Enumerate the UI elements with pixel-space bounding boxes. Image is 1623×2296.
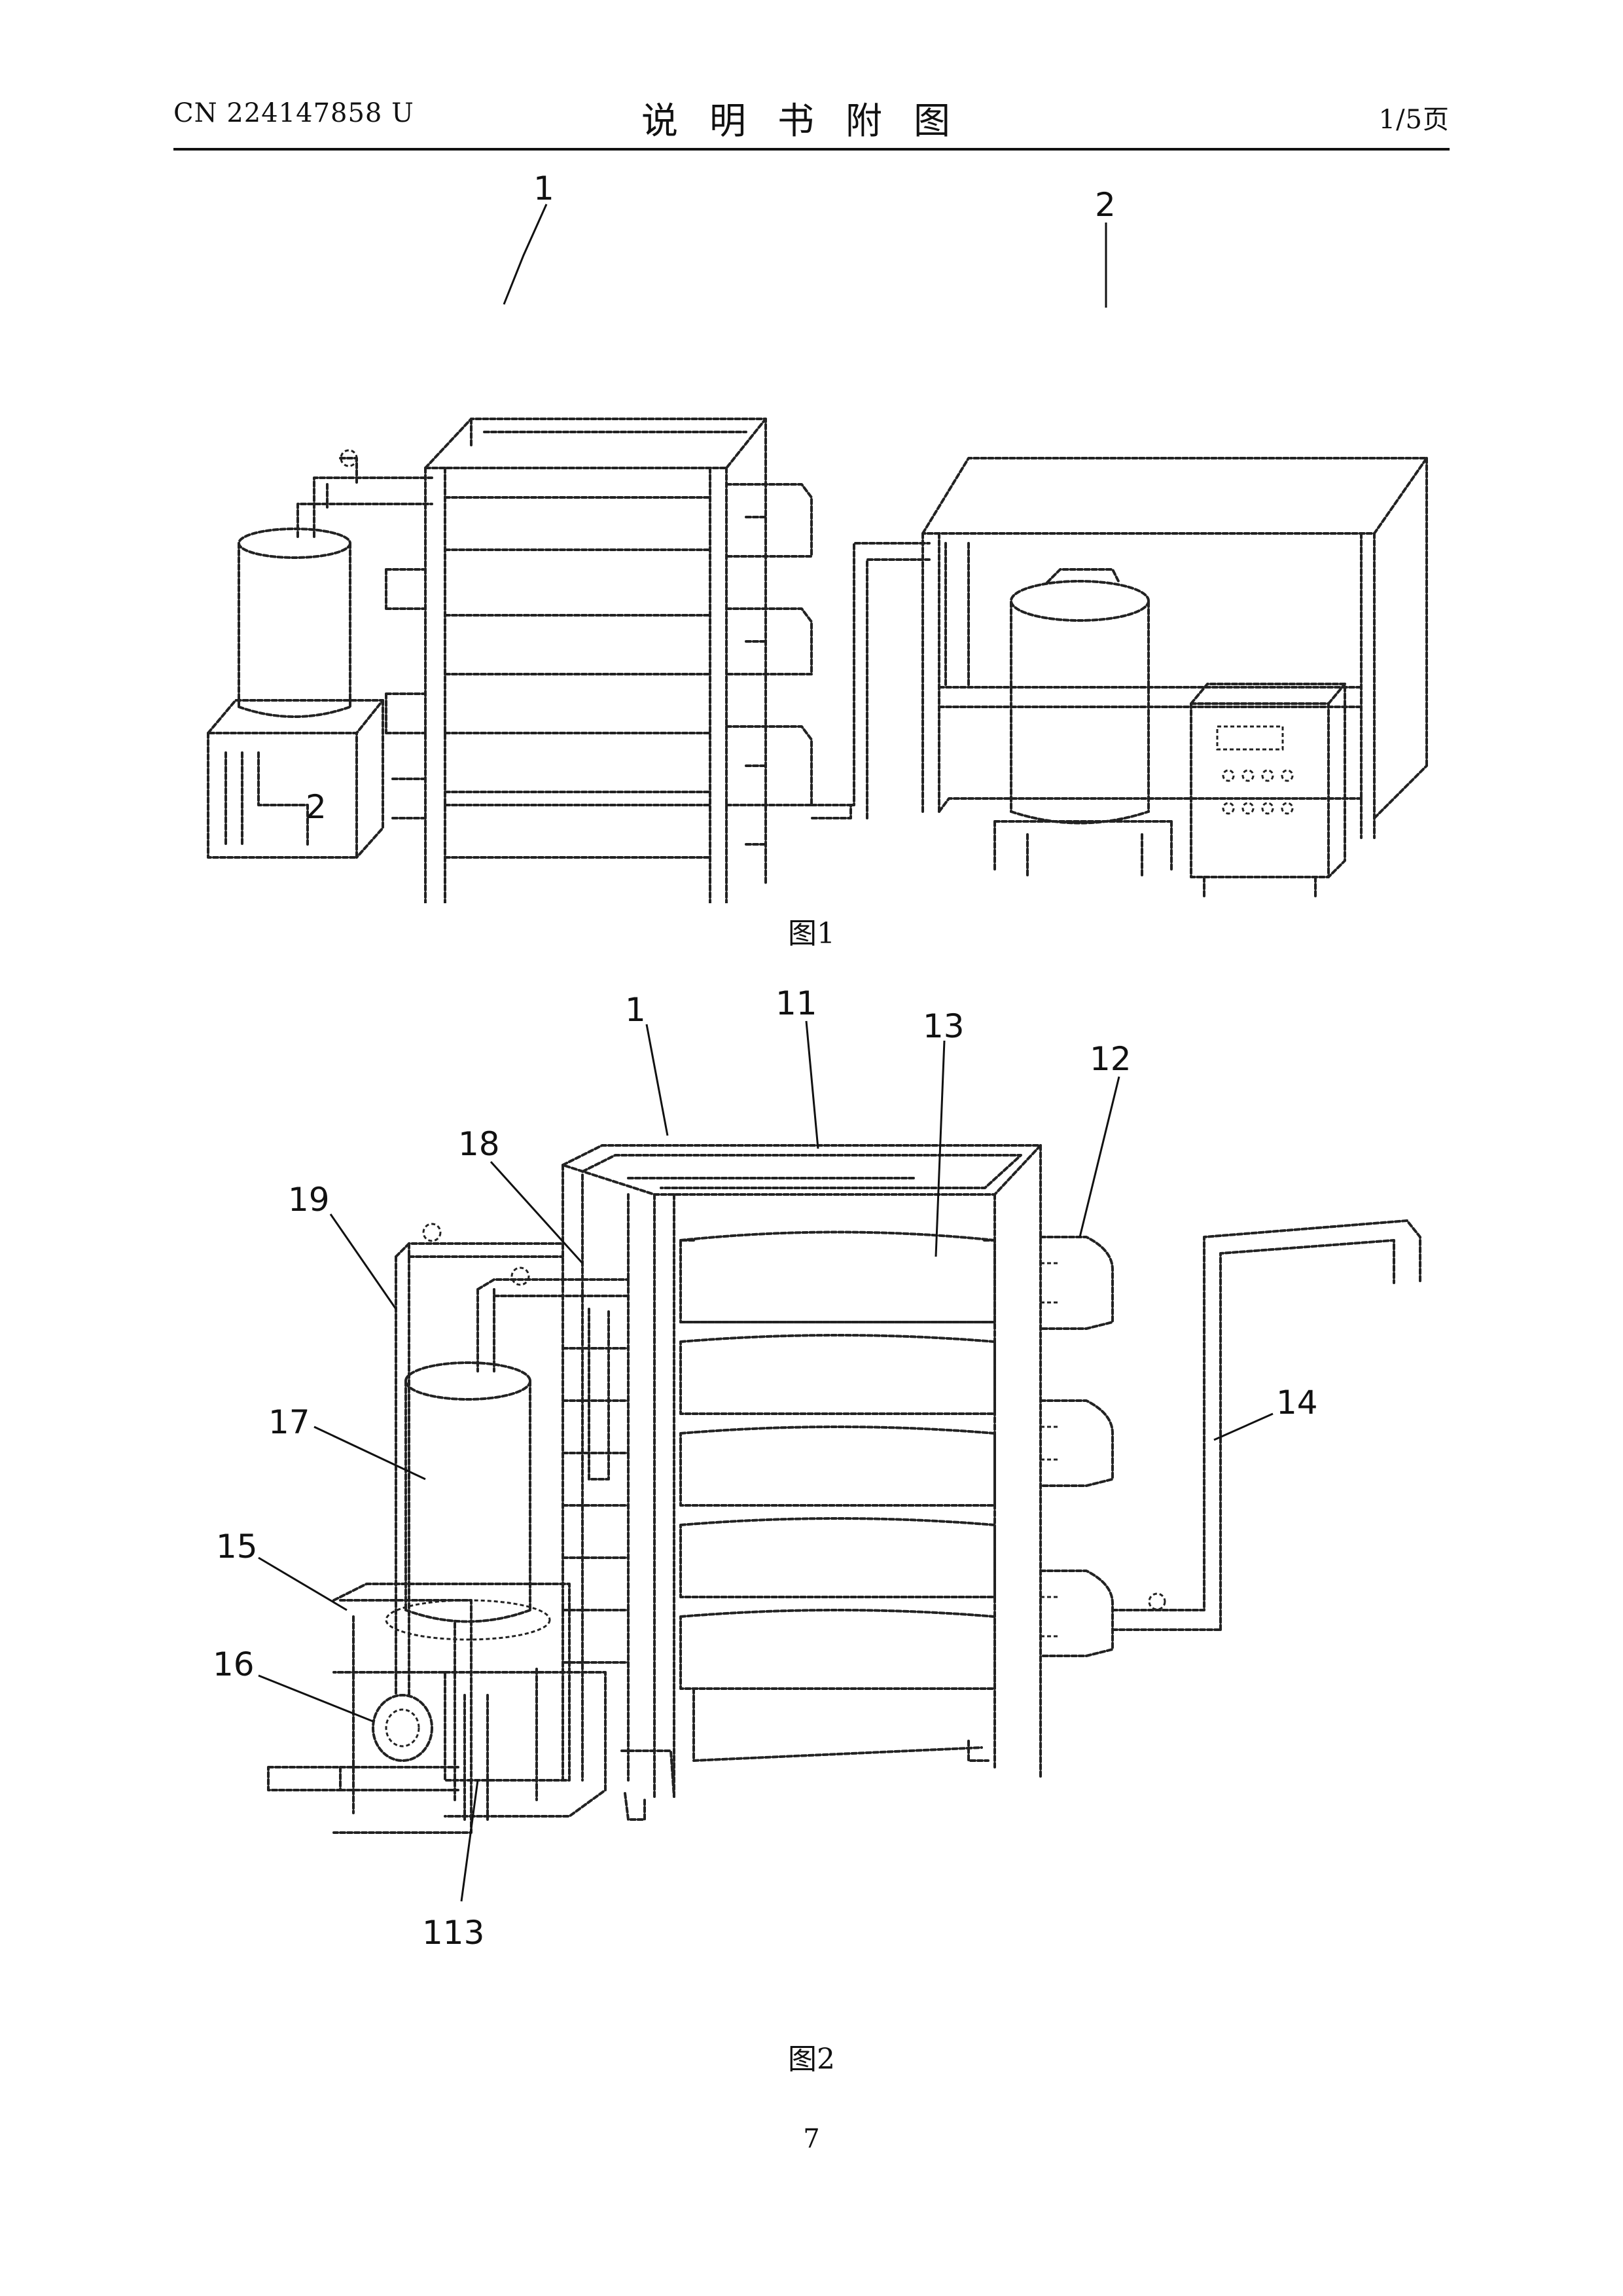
fig2-leader-18 [491, 1162, 582, 1263]
fig2-label-113: 113 [422, 1914, 484, 1952]
fig2-label-16: 16 [213, 1645, 255, 1683]
figure-2-drawing: 1 11 13 12 18 19 14 17 15 16 113 [0, 982, 1623, 2029]
figure-2-caption: 图2 [0, 2036, 1623, 2077]
fig2-leader-19 [330, 1214, 396, 1309]
fig2-leader-15 [259, 1558, 347, 1610]
fig1-label-inset: 2 [306, 788, 327, 826]
fig2-leader-14 [1214, 1414, 1273, 1440]
fig2-label-18: 18 [458, 1125, 500, 1163]
fig1-left-apparatus [208, 419, 929, 903]
page-count: 1/5页 [1379, 98, 1450, 136]
fig2-label-14: 14 [1276, 1384, 1318, 1422]
fig2-label-1: 1 [625, 991, 646, 1029]
fig2-label-13: 13 [923, 1007, 965, 1045]
fig2-leader-11 [806, 1021, 818, 1149]
fig2-leader-12 [1080, 1077, 1119, 1237]
fig1-label-apparatus: 1 [533, 170, 554, 207]
fig1-right-unit [923, 458, 1427, 897]
fig1-label-control-unit: 2 [1095, 186, 1116, 224]
fig2-leader-16 [259, 1676, 373, 1721]
page-number: 7 [0, 2124, 1623, 2154]
fig2-apparatus [268, 1145, 1420, 1833]
fig2-leader-13 [936, 1041, 944, 1257]
fig2-leader-1 [647, 1024, 668, 1136]
fig2-label-11: 11 [776, 984, 817, 1022]
fig2-label-19: 19 [288, 1181, 330, 1219]
fig2-label-17: 17 [268, 1403, 310, 1441]
fig2-label-12: 12 [1090, 1040, 1132, 1078]
figure-1-caption: 图1 [0, 910, 1623, 952]
fig1-leader-1 [504, 204, 546, 304]
fig2-label-15: 15 [216, 1528, 258, 1566]
figure-1-drawing: 1 2 2 [0, 151, 1623, 903]
